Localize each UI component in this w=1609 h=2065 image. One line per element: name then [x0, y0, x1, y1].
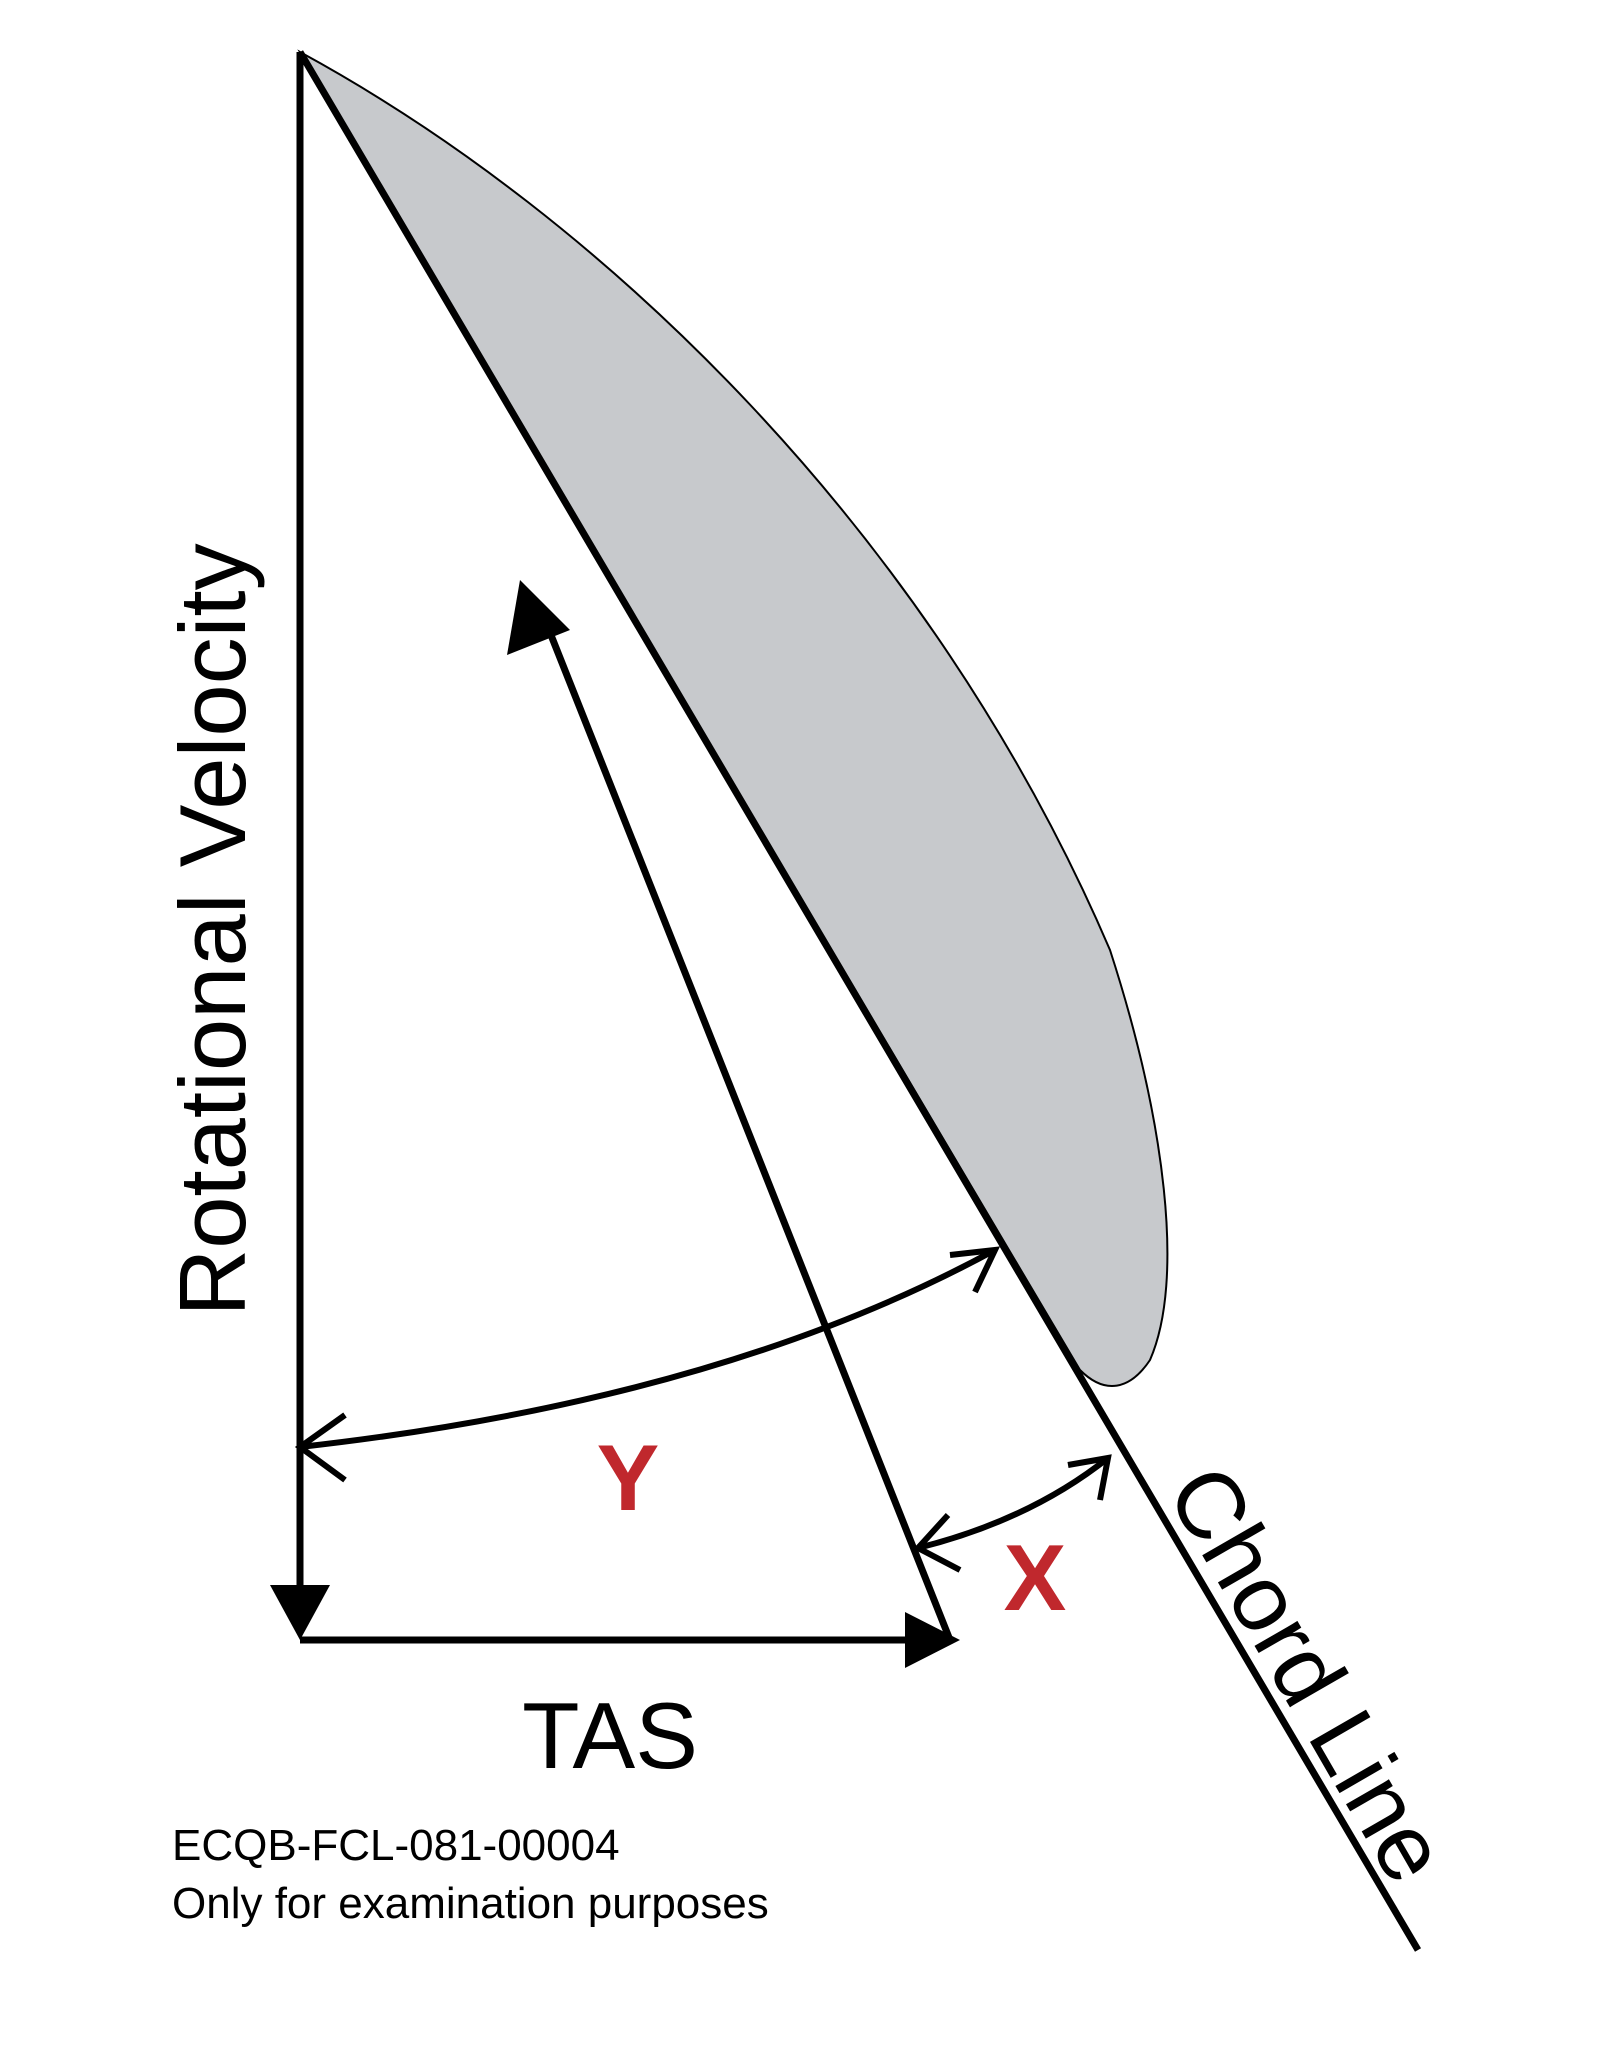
angle-x-arrowhead-left — [913, 1512, 962, 1573]
resultant-vector — [541, 618, 954, 1642]
tas-arrowhead — [905, 1612, 960, 1668]
reference-code: ECQB-FCL-081-00004 — [172, 1821, 620, 1870]
angle-y-arrowhead-left — [294, 1412, 347, 1483]
examination-notice: Only for examination purposes — [172, 1879, 769, 1928]
resultant-arrowhead — [507, 580, 570, 655]
angle-x-arrowhead-right — [1067, 1454, 1112, 1501]
tas-label: TAS — [522, 1683, 698, 1788]
rotational-velocity-arrowhead — [270, 1585, 330, 1640]
angle-y-arc — [299, 1247, 997, 1450]
angle-x-arc — [917, 1455, 1110, 1551]
chord-line-label: Chord Line — [1148, 1448, 1469, 1899]
blade-section — [297, 49, 1169, 1387]
angle-x-label: X — [1004, 1525, 1067, 1630]
chord-line — [296, 50, 1422, 1952]
rotational-velocity-label: Rotational Velocity — [160, 543, 265, 1316]
angle-y-arrowhead-right — [949, 1246, 1001, 1294]
angle-y-label: Y — [597, 1425, 660, 1530]
